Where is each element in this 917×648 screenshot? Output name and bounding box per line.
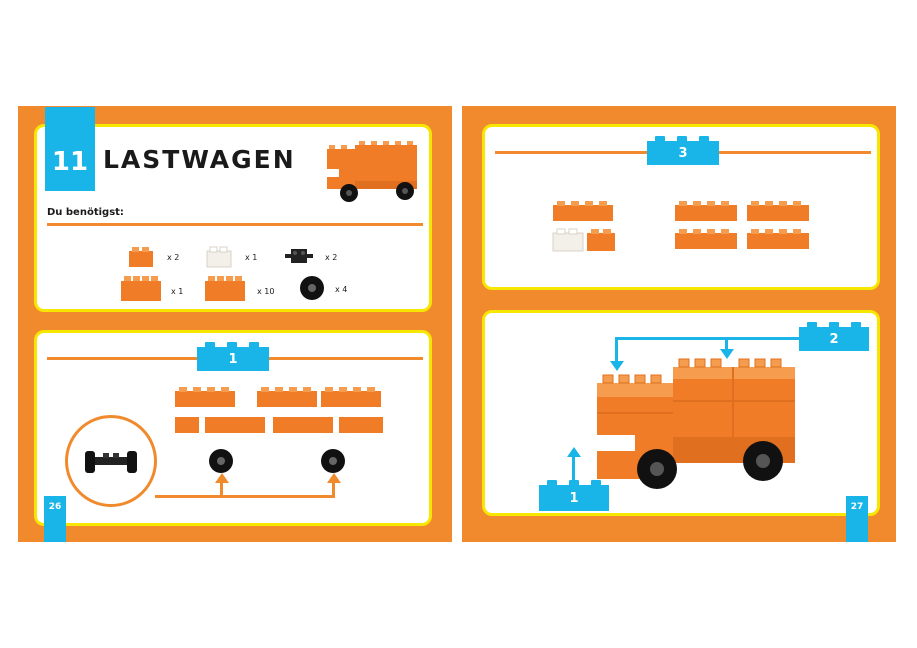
part-item: x 2 — [127, 245, 187, 269]
arrow-connector — [332, 481, 335, 497]
part-item: x 4 — [299, 275, 359, 303]
part-qty: x 10 — [257, 287, 275, 296]
black-axle-plate-icon — [285, 249, 313, 263]
part-item: x 1 — [205, 245, 265, 269]
assembly-panel: 2 1 — [482, 310, 880, 516]
orange-brick-2x4-icon — [121, 276, 161, 301]
arrow-connector — [615, 337, 801, 340]
brick-layer-icon — [175, 387, 383, 433]
parts-panel: 11 LASTWAGEN Du benötigst: x 2 — [34, 107, 432, 312]
divider — [47, 223, 423, 226]
truck-assembled-icon — [597, 358, 795, 489]
step1-label: 1 — [569, 490, 579, 506]
part-qty: x 1 — [245, 253, 258, 262]
orange-brick-2x2-icon — [129, 247, 153, 267]
step1-label: 1 — [228, 351, 238, 367]
arrow-up-icon — [215, 473, 229, 483]
step1-tab: 1 — [197, 342, 269, 371]
part-item: x 2 — [285, 245, 345, 269]
step3-tab: 3 — [647, 136, 719, 165]
arrow-connector — [615, 337, 618, 363]
arrow-connector — [220, 481, 223, 497]
step2-tab: 2 — [799, 322, 869, 351]
page-number: 27 — [846, 496, 868, 542]
step1-tab: 1 — [539, 480, 609, 511]
part-qty: x 2 — [325, 253, 338, 262]
step-number: 11 — [51, 147, 89, 177]
page-number: 26 — [44, 496, 66, 542]
axle-detail-circle — [65, 415, 157, 507]
arrow-up-icon — [327, 473, 341, 483]
white-brick-2x2-icon — [206, 246, 232, 268]
arrow-connector — [572, 455, 575, 483]
arrow-connector — [725, 337, 728, 351]
truck-thumbnail-icon — [327, 141, 417, 202]
step-number-badge: 11 — [45, 107, 95, 191]
wheel-icon — [209, 449, 233, 473]
part-qty: x 4 — [335, 285, 348, 294]
arrow-up-icon — [567, 447, 581, 457]
arrow-down-icon — [610, 361, 624, 371]
wheel-icon — [321, 449, 345, 473]
step3-panel: 3 — [482, 124, 880, 290]
brick-layer-icon — [552, 201, 809, 252]
step3-label: 3 — [678, 145, 688, 161]
part-qty: x 2 — [167, 253, 180, 262]
right-page: 3 — [462, 106, 896, 542]
axle-with-wheels-icon — [85, 451, 137, 473]
arrow-down-icon — [720, 349, 734, 359]
arrow-connector — [155, 495, 335, 498]
needs-label: Du benötigst: — [47, 207, 124, 218]
page-title: LASTWAGEN — [103, 145, 296, 174]
step1-panel: 1 — [34, 330, 432, 526]
part-item: x 1 — [119, 273, 189, 303]
black-wheel-icon — [300, 276, 324, 300]
step2-label: 2 — [829, 331, 839, 347]
orange-brick-2x4-flat-icon — [205, 276, 245, 301]
part-qty: x 1 — [171, 287, 184, 296]
part-item: x 10 — [203, 273, 283, 303]
left-page: 11 LASTWAGEN Du benötigst: x 2 — [18, 106, 452, 542]
